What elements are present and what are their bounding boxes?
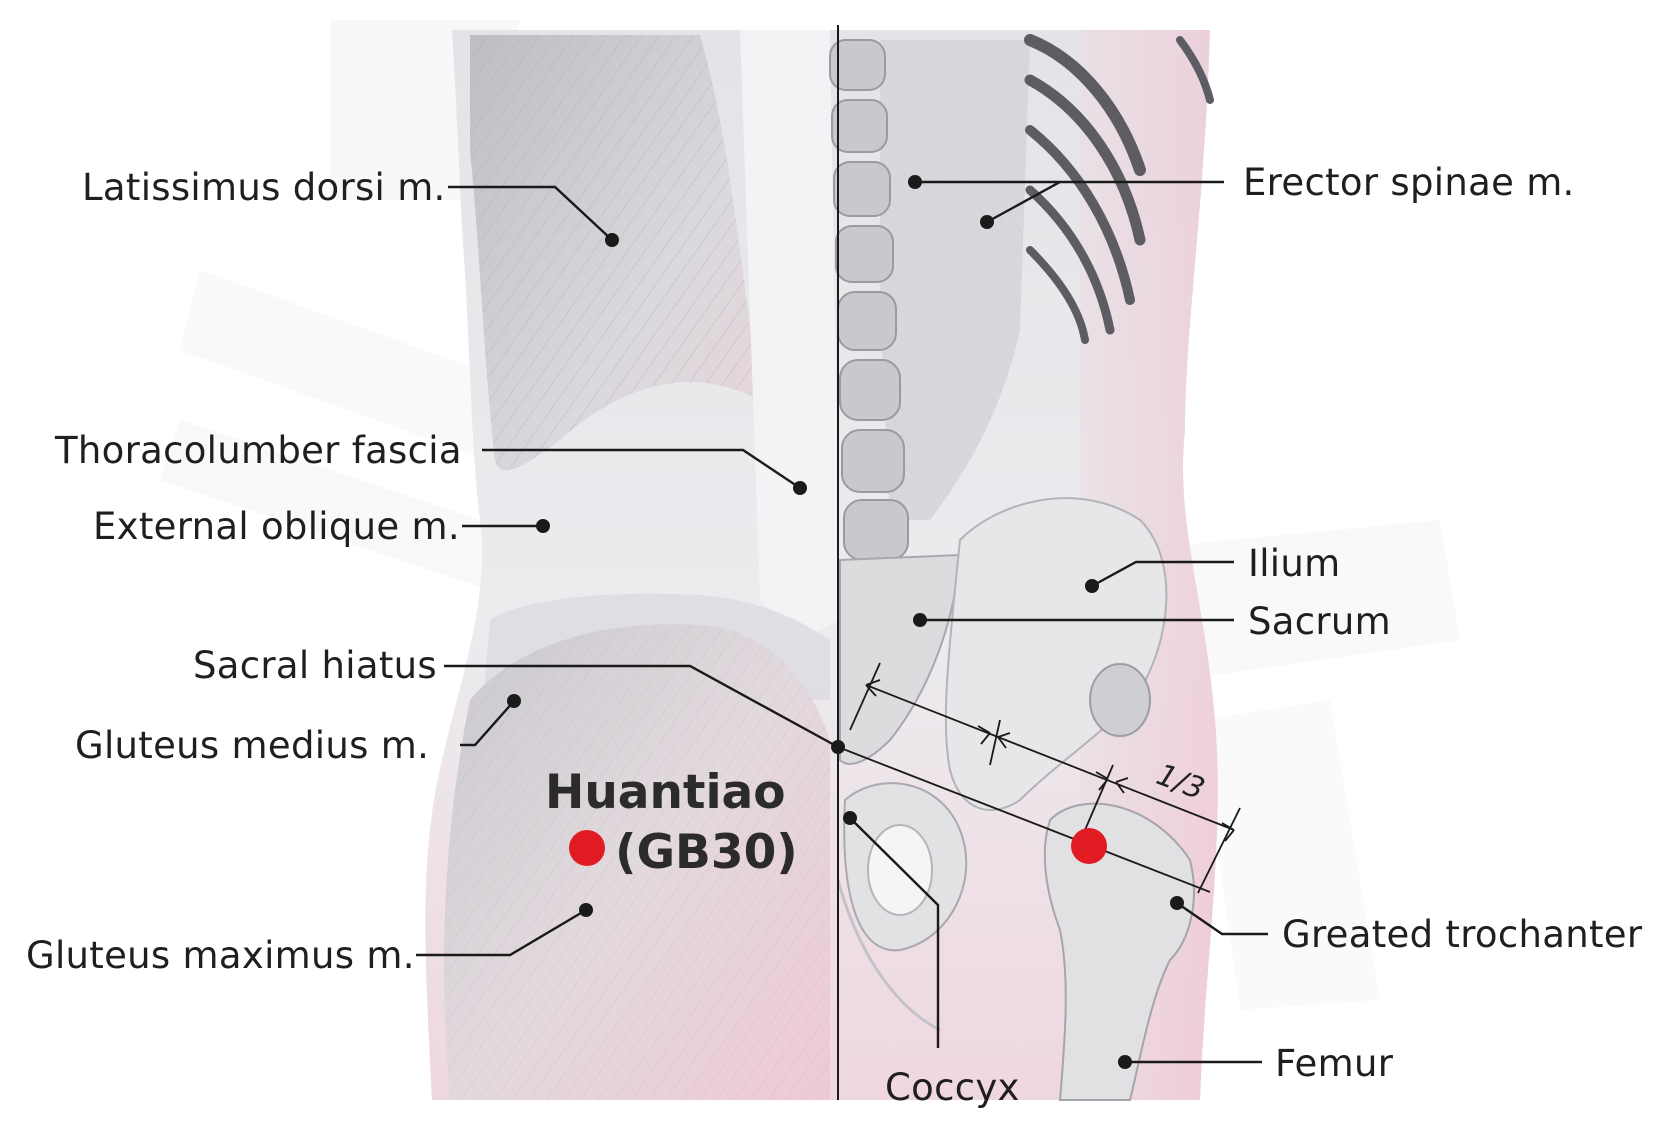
marker-ilium: [1085, 579, 1099, 593]
erector-spinae-muscle: [880, 40, 1030, 520]
label-coccyx: Coccyx: [885, 1066, 1020, 1109]
acupoint-name: Huantiao: [545, 765, 786, 820]
label-latissimus-dorsi: Latissimus dorsi m.: [82, 166, 446, 209]
label-femur: Femur: [1275, 1042, 1394, 1085]
marker-erector-1: [908, 175, 922, 189]
marker-greater-trochanter: [1170, 896, 1184, 910]
marker-latissimus: [605, 233, 619, 247]
acupoint-code: (GB30): [615, 825, 798, 880]
measurement-lines: [837, 662, 1241, 894]
gluteus-maximus-muscle: [444, 624, 830, 1100]
femur-bone: [1043, 802, 1195, 1101]
marker-external-oblique: [536, 519, 550, 533]
latissimus-dorsi-muscle: [470, 35, 760, 471]
marker-sacrum: [913, 613, 927, 627]
label-external-oblique: External oblique m.: [93, 505, 460, 548]
hip-socket: [1089, 663, 1151, 737]
marker-gluteus-maximus: [579, 903, 593, 917]
marker-sacral-hiatus: [831, 740, 845, 754]
label-gluteus-medius: Gluteus medius m.: [75, 724, 429, 767]
thoracolumbar-fascia: [740, 30, 840, 640]
huantiao-point-right: [1071, 828, 1107, 864]
marker-coccyx: [843, 811, 857, 825]
ribs: [1024, 34, 1214, 344]
marker-gluteus-medius: [507, 694, 521, 708]
label-sacral-hiatus: Sacral hiatus: [193, 644, 437, 687]
marker-erector-2: [980, 215, 994, 229]
vertebral-column: [829, 39, 909, 561]
label-greater-trochanter: Greated trochanter: [1282, 913, 1643, 956]
obturator-foramen: [867, 824, 933, 916]
label-gluteus-maximus: Gluteus maximus m.: [26, 934, 415, 977]
leader-lines: [416, 175, 1268, 1069]
marker-femur: [1118, 1055, 1132, 1069]
label-thoracolumbar-fascia: Thoracolumber fascia: [54, 429, 462, 472]
marker-fascia: [793, 481, 807, 495]
label-erector-spinae: Erector spinae m.: [1243, 161, 1575, 204]
label-ilium: Ilium: [1248, 542, 1340, 585]
right-buttock-outline: [836, 879, 941, 1032]
label-sacrum: Sacrum: [1248, 600, 1391, 643]
huantiao-point-left: [569, 830, 605, 866]
